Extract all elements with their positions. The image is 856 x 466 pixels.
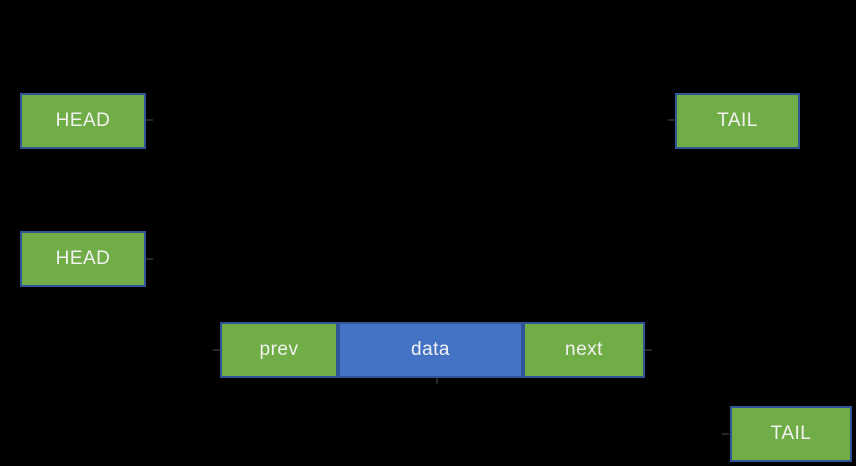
head-box-middle: HEAD (20, 231, 146, 287)
node-data-label: data (411, 339, 450, 360)
connector-stub (645, 349, 652, 351)
connector-stub (146, 258, 153, 260)
head-box-top: HEAD (20, 93, 146, 149)
connector-stub (436, 378, 438, 384)
connector-stub (668, 119, 675, 121)
tail-box-bottom-label: TAIL (770, 423, 812, 444)
node-data-cell: data (338, 322, 523, 378)
tail-box-bottom: TAIL (730, 406, 852, 462)
node-prev-cell: prev (220, 322, 338, 378)
tail-box-top: TAIL (675, 93, 800, 149)
head-box-middle-label: HEAD (55, 248, 111, 269)
tail-box-top-label: TAIL (717, 110, 758, 131)
connector-stub (213, 349, 220, 351)
node-next-label: next (565, 339, 603, 360)
connector-stub (146, 119, 153, 121)
head-box-top-label: HEAD (55, 110, 111, 131)
node-next-cell: next (523, 322, 645, 378)
node-prev-label: prev (259, 339, 299, 360)
connector-stub (722, 433, 729, 435)
